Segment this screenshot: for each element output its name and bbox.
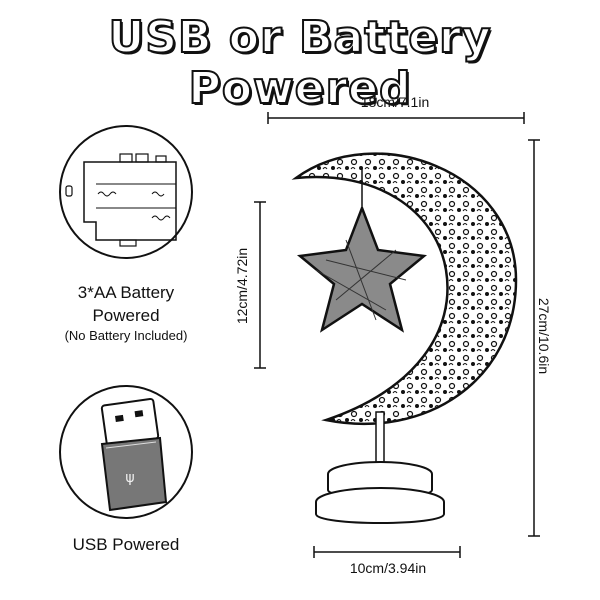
dimension-height-star: 12cm/4.72in xyxy=(234,247,250,325)
battery-box-icon xyxy=(59,125,193,259)
dimension-line-base xyxy=(313,546,461,558)
dimension-line-top xyxy=(267,112,525,124)
dimension-width-top: 18cm/7.1in xyxy=(360,94,430,110)
dimension-line-star xyxy=(254,201,266,369)
moon-lamp-icon xyxy=(291,152,518,524)
usb-plug-icon: ψ xyxy=(59,385,193,519)
battery-label-line2: Powered xyxy=(92,306,160,325)
battery-label-line1: 3*AA Battery xyxy=(77,283,175,302)
dimension-width-base: 10cm/3.94in xyxy=(349,560,427,576)
battery-note: (No Battery Included) xyxy=(64,328,188,343)
usb-label: USB Powered xyxy=(72,535,180,554)
dimension-height-total: 27cm/10.6in xyxy=(536,297,552,375)
svg-text:ψ: ψ xyxy=(125,470,134,486)
dimension-line-right xyxy=(528,139,540,537)
page-title: USB or Battery Powered xyxy=(107,11,492,115)
